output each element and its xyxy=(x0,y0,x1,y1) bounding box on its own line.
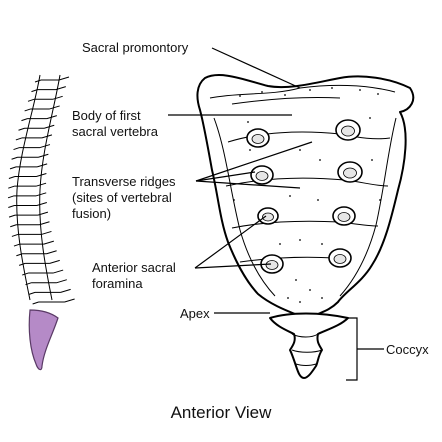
stipple-dot xyxy=(369,117,371,119)
vertebra-segment xyxy=(27,95,63,102)
vertebra-segment xyxy=(13,144,51,151)
stipple-dot xyxy=(317,199,319,201)
vertebra-segment xyxy=(18,124,55,131)
foramen-left-4 xyxy=(260,254,284,274)
stipple-dot xyxy=(309,89,311,91)
label-foramina-line1: Anterior sacral xyxy=(92,260,176,275)
stipple-dot xyxy=(299,239,301,241)
stipple-dot xyxy=(379,199,381,201)
stipple-dot xyxy=(249,149,251,151)
label-body-first-line1: Body of first xyxy=(72,108,141,123)
vertebra-segment xyxy=(25,279,67,286)
labels: Sacral promontory Body of first sacral v… xyxy=(72,40,429,422)
stipple-dot xyxy=(239,95,241,97)
label-sacral-promontory: Sacral promontory xyxy=(82,40,189,55)
leader-transverse-c xyxy=(195,180,301,189)
vertebra-segment xyxy=(15,134,53,141)
leader-foramina-a xyxy=(194,215,267,269)
coccyx-illustration xyxy=(269,312,349,379)
foramen-left-2 xyxy=(250,165,274,185)
stipple-dot xyxy=(331,87,333,89)
vertebra-segment xyxy=(16,250,57,257)
vertebra-segment xyxy=(28,288,71,295)
vertebra-segment xyxy=(13,240,54,247)
stipple-dot xyxy=(299,149,301,151)
vertebra-segment xyxy=(18,259,60,266)
stipple-dot xyxy=(233,199,235,201)
sacrum-highlight xyxy=(28,309,59,371)
vertebra-segment xyxy=(11,153,49,160)
stipple-dot xyxy=(371,159,373,161)
label-foramina-line2: foramina xyxy=(92,276,143,291)
bone-texture-stipple xyxy=(233,87,381,303)
sacrum-illustration xyxy=(196,74,415,315)
label-body-first-line2: sacral vertebra xyxy=(72,124,159,139)
stipple-dot xyxy=(321,297,323,299)
foramen-right-2 xyxy=(337,161,363,183)
stipple-dot xyxy=(295,279,297,281)
label-transverse-line3: fusion) xyxy=(72,206,111,221)
label-transverse-line1: Transverse ridges xyxy=(72,174,176,189)
stipple-dot xyxy=(319,159,321,161)
leader-sacral-promontory xyxy=(211,47,301,89)
vertebra-segment xyxy=(31,86,66,93)
stipple-dot xyxy=(247,121,249,123)
vertebra-segment xyxy=(8,182,47,189)
vertebra-segment xyxy=(32,298,75,305)
stipple-dot xyxy=(284,94,286,96)
caption-anterior-view: Anterior View xyxy=(171,403,273,422)
vertebra-segment xyxy=(8,201,47,208)
stipple-dot xyxy=(279,243,281,245)
leader-foramina-b xyxy=(194,263,272,269)
foramen-right-3 xyxy=(332,206,356,226)
label-coccyx: Coccyx xyxy=(386,342,429,357)
vertebra-segment xyxy=(34,76,70,83)
foramen-left-1 xyxy=(246,128,270,148)
coccyx-bracket xyxy=(346,317,358,381)
vertebral-column-illustration xyxy=(7,74,75,371)
vertebra-segment xyxy=(24,105,60,112)
stipple-dot xyxy=(309,289,311,291)
foramen-left-3 xyxy=(257,207,279,225)
vertebra-segment xyxy=(8,173,47,179)
vertebra-segment xyxy=(21,115,57,122)
leader-lines xyxy=(168,47,384,381)
stipple-dot xyxy=(261,91,263,93)
foramen-right-4 xyxy=(328,248,352,268)
stipple-dot xyxy=(287,297,289,299)
stipple-dot xyxy=(321,243,323,245)
vertebra-segment xyxy=(11,230,52,237)
stipple-dot xyxy=(289,195,291,197)
leader-transverse-b xyxy=(195,141,313,182)
leader-transverse-a xyxy=(195,171,256,182)
sacrum-outline xyxy=(196,74,415,315)
foramen-right-1 xyxy=(335,119,361,141)
stipple-dot xyxy=(377,93,379,95)
vertebra-segment xyxy=(9,163,48,170)
label-apex: Apex xyxy=(180,306,210,321)
stipple-dot xyxy=(359,89,361,91)
stipple-dot xyxy=(299,301,301,303)
vertebra-segment xyxy=(10,221,50,228)
vertebra-segment xyxy=(8,211,49,218)
vertebra-segment xyxy=(7,192,47,199)
label-transverse-line2: (sites of vertebral xyxy=(72,190,172,205)
vertebra-segment xyxy=(22,269,64,276)
vertebra-segments xyxy=(7,76,75,305)
